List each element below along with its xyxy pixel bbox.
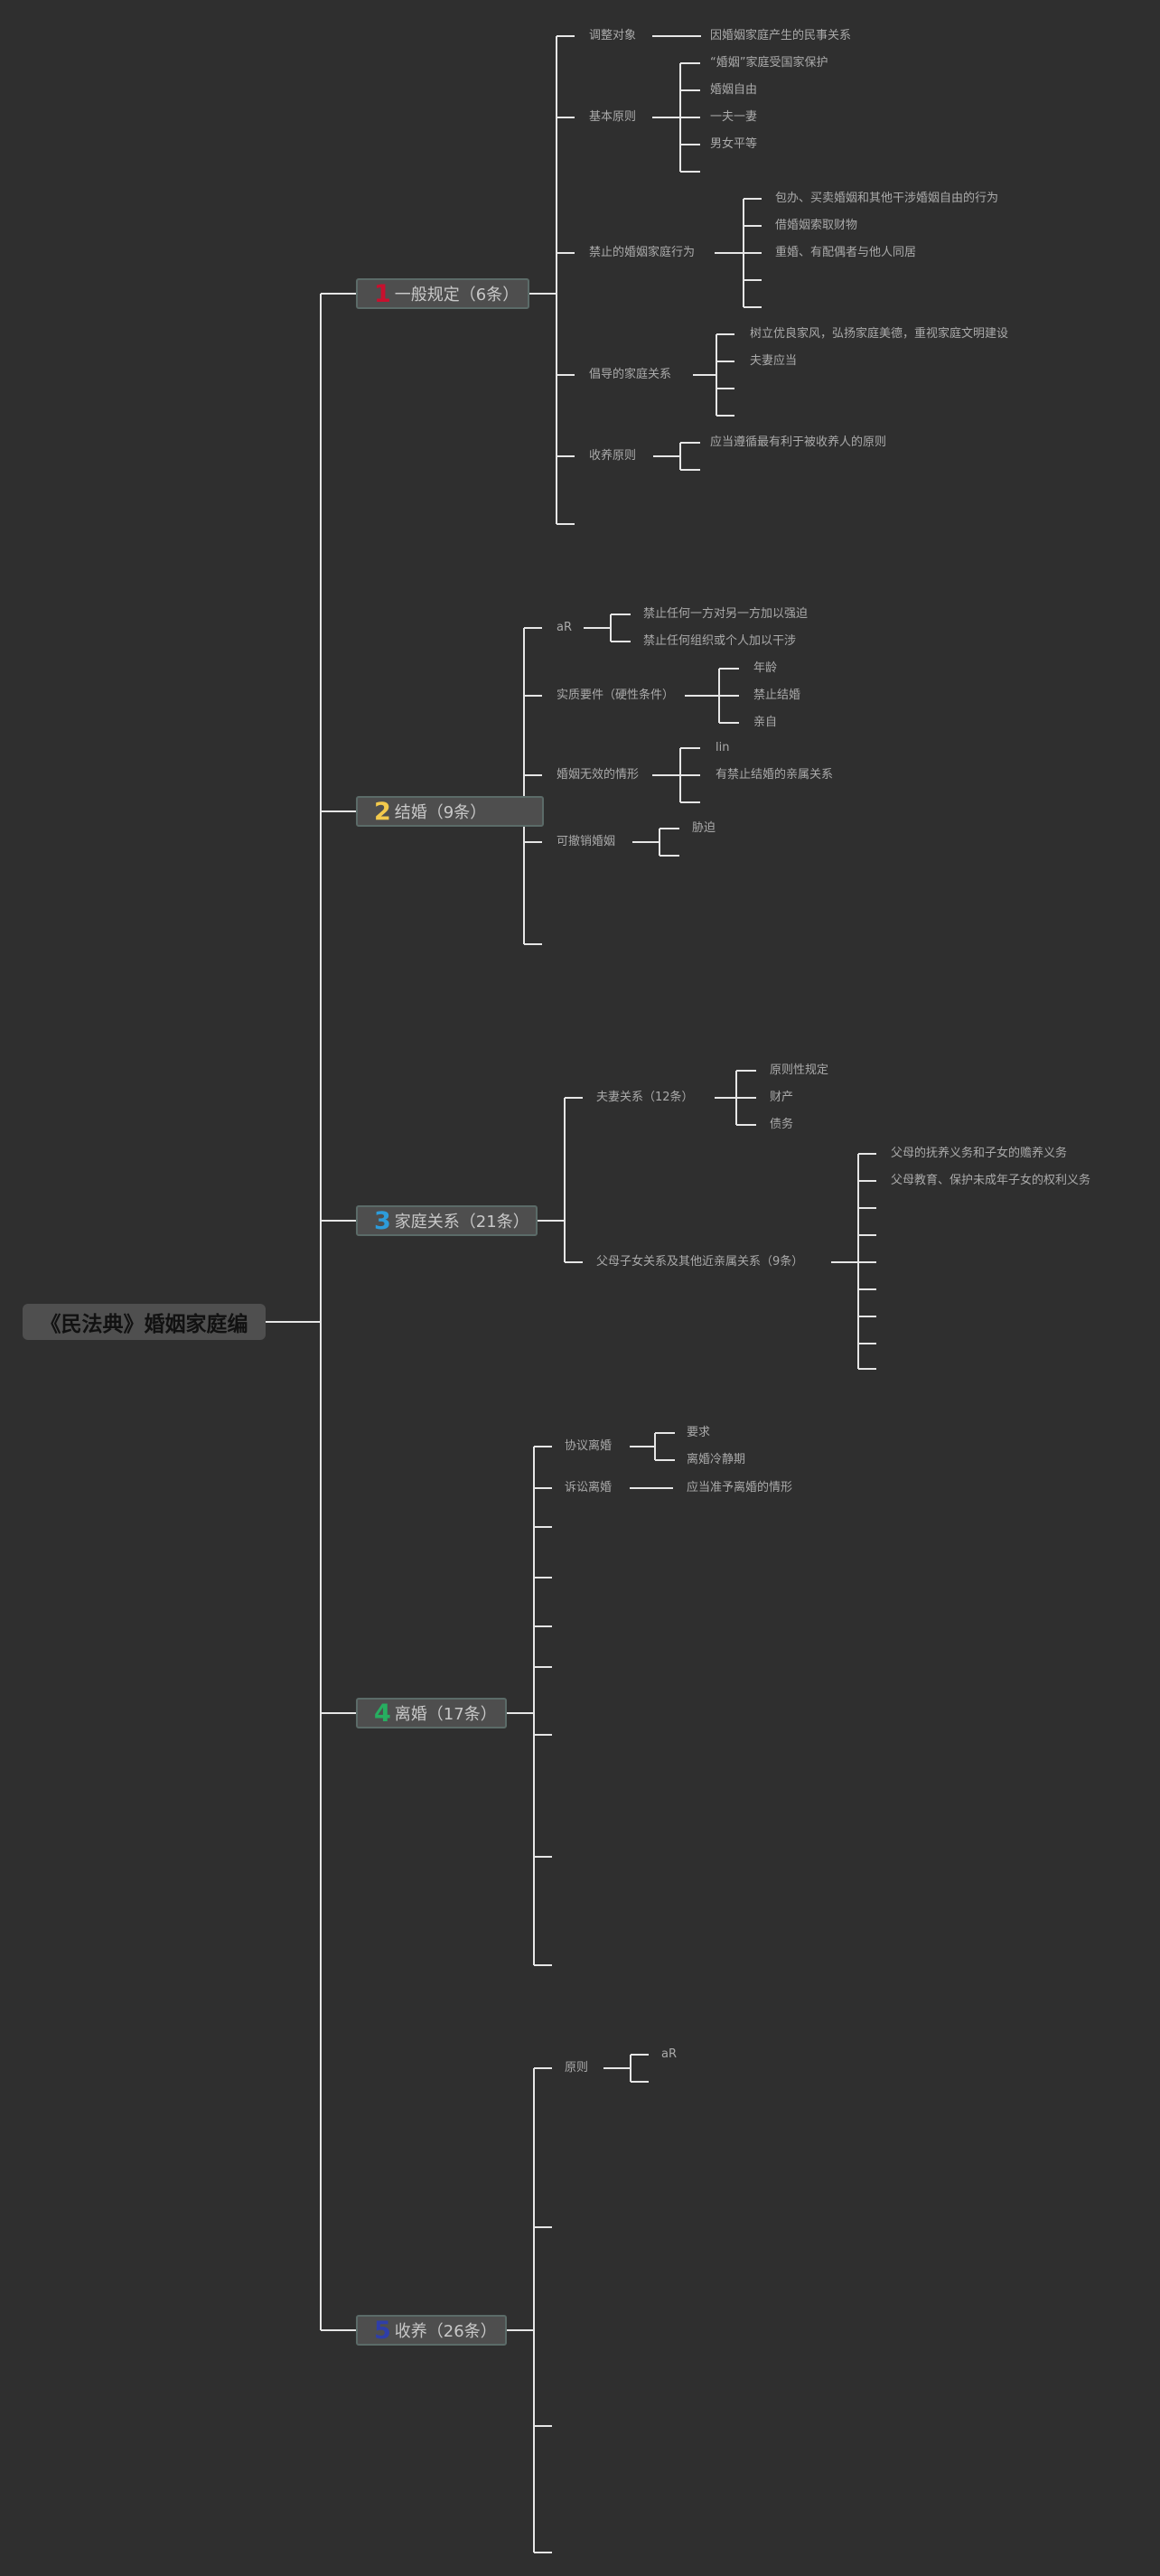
leaf-node[interactable]: 婚姻自由 — [710, 83, 758, 97]
node-voidable-marriage[interactable]: 可撤销婚姻 — [557, 835, 616, 848]
leaf-node[interactable]: 原则性规定 — [770, 1063, 829, 1077]
root-topic[interactable]: 《民法典》婚姻家庭编 — [23, 1304, 266, 1340]
branch-label: 结婚（9条） — [394, 803, 487, 822]
leaf-node[interactable]: 父母的抚养义务和子女的赡养义务 — [891, 1147, 1068, 1160]
leaf-node[interactable]: 借婚姻索取财物 — [775, 219, 858, 232]
leaf-node[interactable]: 男女平等 — [710, 137, 758, 151]
leaf-node[interactable]: 年龄 — [753, 661, 778, 675]
leaf-node[interactable]: 财产 — [770, 1091, 794, 1104]
node-parent-child-relations[interactable]: 父母子女关系及其他近亲属关系（9条） — [596, 1255, 804, 1269]
leaf-node[interactable]: 包办、买卖婚姻和其他干涉婚姻自由的行为 — [775, 192, 999, 205]
leaf-node[interactable]: 应当遵循最有利于被收养人的原则 — [710, 436, 887, 449]
branch-adoption[interactable]: 5 收养（26条） — [356, 2315, 507, 2346]
leaf-node[interactable]: 禁止任何一方对另一方加以强迫 — [643, 607, 809, 621]
leaf-node[interactable]: 亲自 — [753, 716, 778, 729]
leaf-node[interactable]: 胁迫 — [692, 821, 716, 835]
leaf-node[interactable]: 夫妻应当 — [750, 354, 798, 368]
branch-label: 收养（26条） — [394, 2322, 497, 2341]
branch-number: 5 — [374, 2316, 391, 2345]
branch-label: 家庭关系（21条） — [394, 1213, 529, 1232]
branch-general-provisions[interactable]: 1 一般规定（6条） — [356, 278, 529, 309]
node-substantive-requirements[interactable]: 实质要件（硬性条件） — [557, 688, 675, 702]
leaf-node[interactable]: aR — [661, 2047, 677, 2061]
branch-divorce[interactable]: 4 离婚（17条） — [356, 1698, 507, 1728]
branch-number: 1 — [374, 279, 391, 308]
leaf-node[interactable]: 树立优良家风，弘扬家庭美德，重视家庭文明建设 — [750, 327, 1009, 341]
branch-number: 2 — [374, 797, 391, 826]
branch-label: 一般规定（6条） — [394, 286, 519, 304]
node-spousal-relations[interactable]: 夫妻关系（12条） — [596, 1091, 694, 1104]
leaf-node[interactable]: 应当准予离婚的情形 — [687, 1481, 793, 1494]
leaf-node[interactable]: 禁止任何组织或个人加以干涉 — [643, 634, 797, 648]
leaf-node[interactable]: 离婚冷静期 — [687, 1453, 746, 1466]
leaf-node[interactable]: 重婚、有配偶者与他人同居 — [775, 246, 917, 259]
node-divorce-by-agreement[interactable]: 协议离婚 — [565, 1439, 613, 1453]
branch-label: 离婚（17条） — [394, 1705, 497, 1724]
leaf-node[interactable]: “婚姻”家庭受国家保护 — [710, 56, 828, 70]
branch-marriage[interactable]: 2 结婚（9条） — [356, 796, 544, 827]
node-regulation-object[interactable]: 调整对象 — [589, 29, 637, 42]
leaf-node[interactable]: 禁止结婚 — [753, 688, 801, 702]
leaf-node[interactable]: 因婚姻家庭产生的民事关系 — [710, 29, 852, 42]
node-adoption-principle[interactable]: 收养原则 — [589, 449, 637, 463]
branch-number: 4 — [374, 1699, 391, 1728]
leaf-node[interactable]: lin — [716, 741, 730, 754]
node-ar[interactable]: aR — [557, 621, 572, 634]
leaf-node[interactable]: 要求 — [687, 1426, 711, 1439]
leaf-node[interactable]: 父母教育、保护未成年子女的权利义务 — [891, 1174, 1091, 1187]
node-adoption-principles[interactable]: 原则 — [565, 2061, 589, 2075]
node-void-marriage[interactable]: 婚姻无效的情形 — [557, 768, 640, 782]
node-litigation-divorce[interactable]: 诉讼离婚 — [565, 1481, 613, 1494]
node-basic-principles[interactable]: 基本原则 — [589, 110, 637, 124]
leaf-node[interactable]: 债务 — [770, 1118, 794, 1131]
node-advocated-relations[interactable]: 倡导的家庭关系 — [589, 368, 672, 381]
branch-family-relations[interactable]: 3 家庭关系（21条） — [356, 1205, 538, 1236]
leaf-node[interactable]: 一夫一妻 — [710, 110, 758, 124]
leaf-node[interactable]: 有禁止结婚的亲属关系 — [716, 768, 834, 782]
branch-number: 3 — [374, 1206, 391, 1235]
node-prohibited-acts[interactable]: 禁止的婚姻家庭行为 — [589, 246, 696, 259]
